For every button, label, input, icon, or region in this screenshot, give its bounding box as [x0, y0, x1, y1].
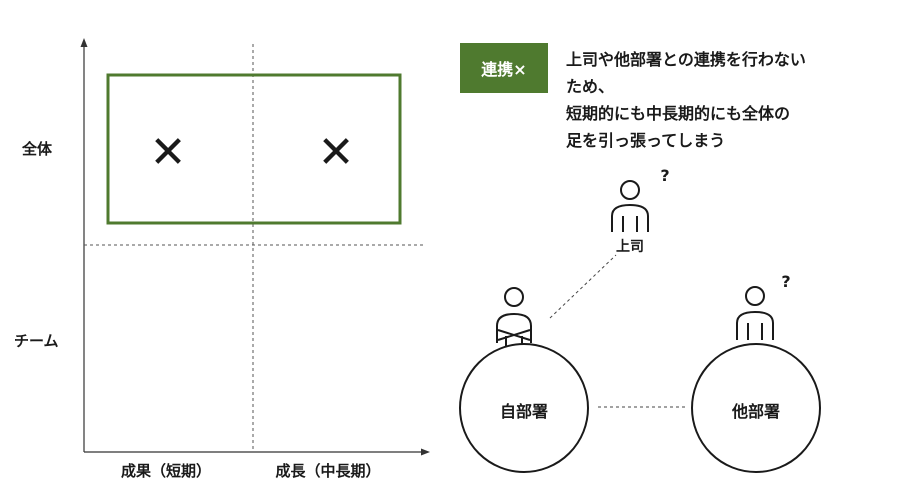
y-label-bottom: チーム [14, 332, 59, 350]
x-label-right: 成長（中長期） [275, 462, 381, 480]
relationship-diagram [459, 180, 821, 473]
other-person-icon [736, 286, 774, 340]
matrix-diagram [80, 38, 430, 456]
boss-connector [549, 254, 617, 319]
question-mark-other: ? [781, 272, 791, 291]
y-label-top: 全体 [22, 140, 53, 158]
highlight-box [106, 73, 402, 225]
boss-label: 上司 [616, 239, 644, 255]
description-line: 足を引っ張ってしまう [566, 131, 726, 150]
own-department-circle [459, 343, 589, 473]
arms-crossed-person-icon [496, 287, 532, 346]
other-department-circle [691, 343, 821, 473]
y-axis-arrow [80, 38, 88, 47]
question-mark-boss: ? [660, 166, 670, 185]
description-line: 短期的にも中長期的にも全体の [566, 104, 791, 123]
collaboration-badge: 連携× [460, 43, 548, 93]
description-line: ため、 [566, 77, 615, 96]
own-department-label: 自部署 [499, 402, 548, 421]
cross-mark-short-term: ✕ [149, 127, 187, 178]
description: 上司や他部署との連携を行わない ため、 短期的にも中長期的にも全体の 足を引っ張… [566, 46, 806, 154]
x-axis-arrow [421, 448, 430, 456]
description-line: 上司や他部署との連携を行わない [566, 50, 806, 69]
x-label-left: 成果（短期） [120, 462, 211, 480]
boss-person-icon [611, 180, 649, 232]
other-department-label: 他部署 [731, 402, 780, 421]
cross-mark-long-term: ✕ [317, 127, 355, 178]
